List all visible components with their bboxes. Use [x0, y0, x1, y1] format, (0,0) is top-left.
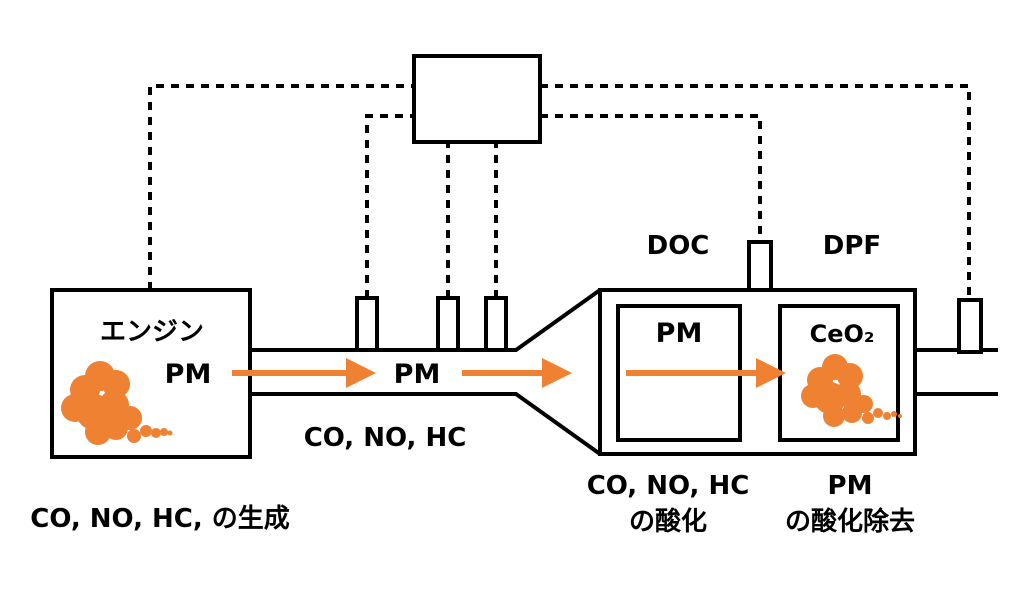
engine-particulate-icon: [61, 361, 173, 445]
pipe-bottom-wall: [250, 392, 602, 456]
doc-title: DOC: [647, 231, 710, 261]
signal-line-sensor-1: [365, 114, 414, 298]
engine-pm-label: PM: [165, 359, 212, 390]
dpf-catalyst-label: CeO₂: [810, 320, 875, 348]
engine-title: エンジン: [100, 317, 204, 347]
dpf-caption-line1: PM: [828, 471, 873, 501]
doc-pm-label: PM: [656, 318, 703, 349]
outlet-pipe: [915, 348, 998, 396]
signal-lines: [148, 84, 971, 300]
doc-caption-line2: の酸化: [629, 507, 707, 537]
pipe-top-wall: [250, 288, 602, 352]
sensors: [355, 240, 983, 354]
signal-line-engine: [148, 84, 414, 290]
sensor-1: [355, 296, 379, 352]
pipe-gases-label: CO, NO, HC: [304, 423, 467, 453]
pipe-pm-label: PM: [394, 359, 441, 390]
dpf-caption-line2: の酸化除去: [785, 506, 915, 537]
signal-line-outlet-sensor: [540, 84, 971, 300]
controller-box: [412, 54, 542, 144]
outlet-sensor: [957, 298, 983, 354]
bottom-caption: CO, NO, HC, の生成: [30, 504, 290, 534]
dpf-particulate-icon: [801, 354, 902, 427]
doc-caption-line1: CO, NO, HC: [587, 471, 750, 501]
sensor-3: [484, 296, 508, 352]
signal-line-doc-sensor: [540, 114, 762, 242]
doc-sensor: [747, 240, 773, 292]
sensor-2: [436, 296, 460, 352]
exhaust-pipe: [250, 288, 602, 456]
dpf-title: DPF: [823, 231, 881, 261]
